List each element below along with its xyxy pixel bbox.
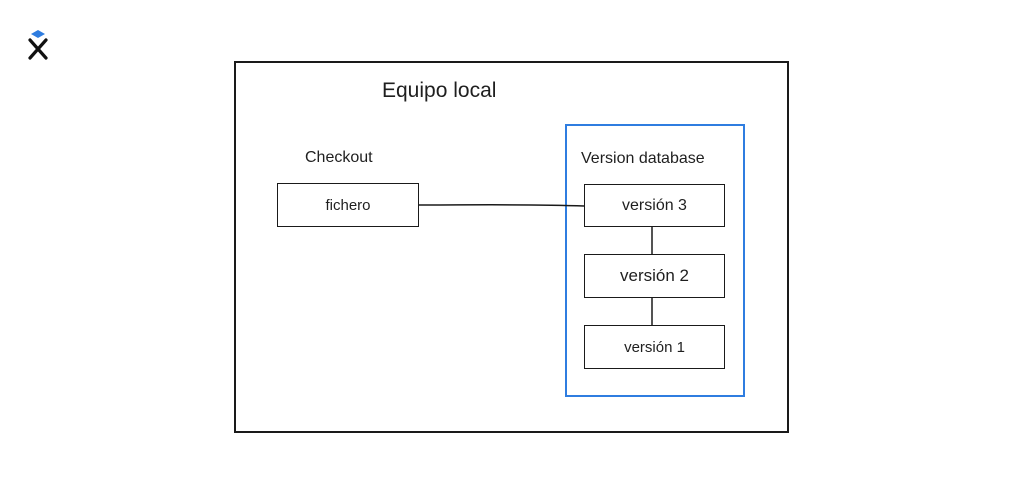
version-database-label: Version database — [581, 150, 705, 167]
file-node: fichero — [277, 183, 419, 227]
version-database-box — [565, 124, 745, 397]
local-machine-frame — [234, 61, 789, 433]
version-3-node: versión 3 — [584, 184, 725, 227]
version-1-node: versión 1 — [584, 325, 725, 369]
checkout-label: Checkout — [305, 149, 373, 166]
excalidraw-logo-icon — [28, 30, 48, 60]
diagram-title: Equipo local — [382, 79, 497, 102]
version-2-node: versión 2 — [584, 254, 725, 298]
